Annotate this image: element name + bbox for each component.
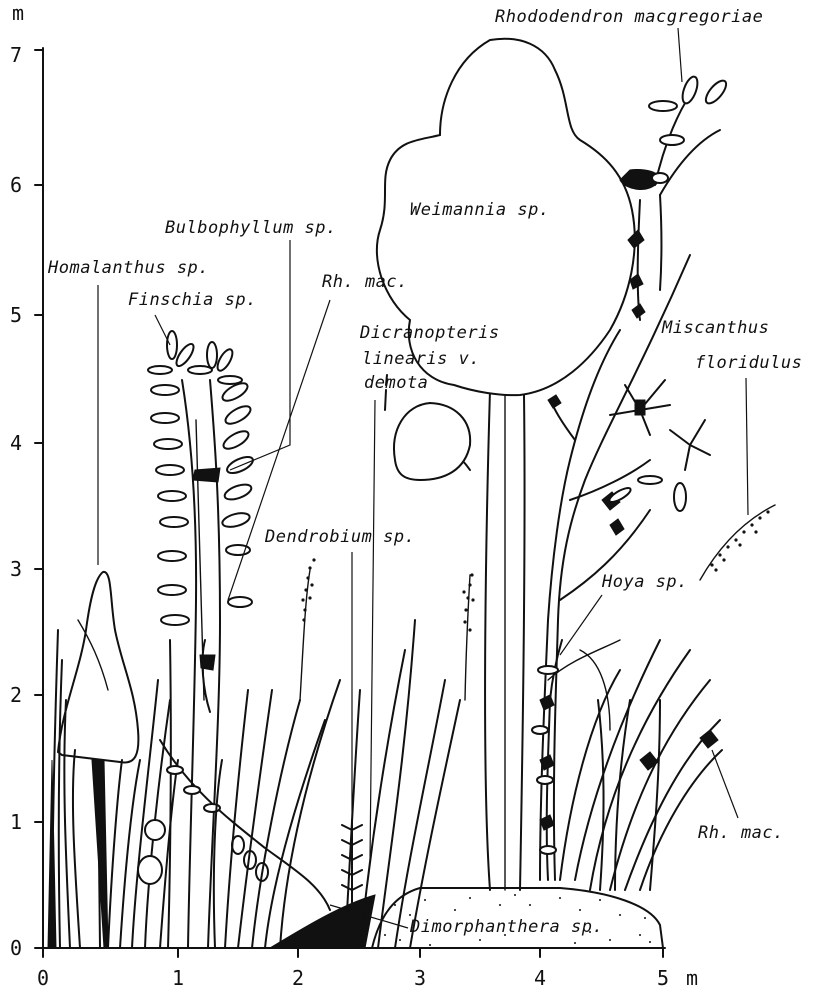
x-tick-label: 4 — [534, 966, 546, 990]
y-tick-label: 2 — [10, 683, 22, 707]
label-rhododendron: Rhododendron macgregoriae — [495, 7, 763, 27]
y-tick-label: 5 — [10, 303, 22, 327]
x-tick-label: 5 — [657, 966, 669, 990]
y-tick-label: 6 — [10, 173, 22, 197]
x-tick-label: 2 — [292, 966, 304, 990]
y-axis-unit: m — [12, 1, 24, 25]
leader-rh-mac-upper — [228, 300, 330, 600]
y-tick-label: 7 — [10, 43, 22, 67]
x-axis-ticks — [43, 948, 663, 957]
x-tick-label: 0 — [37, 966, 49, 990]
label-finschia: Finschia sp. — [128, 290, 257, 310]
x-tick-label: 1 — [172, 966, 184, 990]
grass-inflorescence-left — [301, 558, 315, 621]
label-dimorphanthera: Dimorphanthera sp. — [409, 917, 603, 937]
label-miscanthus-line2: floridulus — [695, 353, 802, 373]
y-tick-label: 1 — [10, 810, 22, 834]
shrub-patch — [640, 752, 658, 770]
label-miscanthus-line1: Miscanthus — [661, 318, 769, 338]
label-dicranopteris-line1: Dicranopteris — [359, 323, 500, 343]
y-tick-label: 3 — [10, 557, 22, 581]
leader-finschia — [155, 315, 170, 345]
leader-dicranopteris — [370, 400, 375, 860]
y-tick-label: 4 — [10, 431, 22, 455]
hoya-vine — [532, 640, 562, 880]
finschia-leaves-left — [151, 385, 189, 625]
label-weimannia: Weimannia sp. — [410, 200, 550, 220]
y-tick-label: 0 — [10, 936, 22, 960]
label-homalanthus: Homalanthus sp. — [47, 258, 209, 278]
finschia-plant — [148, 331, 255, 948]
miscanthus-inflorescence — [710, 510, 769, 571]
x-axis: 0 1 2 3 4 5 m — [37, 948, 698, 990]
weimannia-tree — [377, 39, 635, 890]
label-rh-mac-lower: Rh. mac. — [698, 823, 784, 843]
leader-rhododendron — [678, 28, 682, 82]
finschia-crown — [148, 331, 242, 384]
leader-hoya — [560, 595, 602, 655]
label-dendrobium: Dendrobium sp. — [264, 527, 415, 547]
leader-miscanthus — [746, 378, 748, 515]
leader-rh-mac-lower — [712, 750, 738, 818]
y-axis: m 0 1 2 3 4 5 6 7 — [10, 1, 43, 960]
y-axis-ticks — [35, 50, 43, 948]
x-tick-label: 3 — [414, 966, 426, 990]
label-bulbophyllum: Bulbophyllum sp. — [165, 218, 337, 238]
rh-mac-lower-patch — [700, 730, 718, 748]
label-dicranopteris-line2: linearis v. — [362, 349, 480, 369]
label-rh-mac-upper: Rh. mac. — [322, 272, 408, 292]
miscanthus-cluster — [548, 380, 775, 890]
miscanthus-leaf-tufts — [602, 380, 710, 535]
label-dicranopteris-line3: demota — [364, 373, 428, 393]
x-axis-unit: m — [686, 966, 698, 990]
label-hoya: Hoya sp. — [601, 572, 688, 592]
homalanthus-plant — [58, 572, 138, 948]
